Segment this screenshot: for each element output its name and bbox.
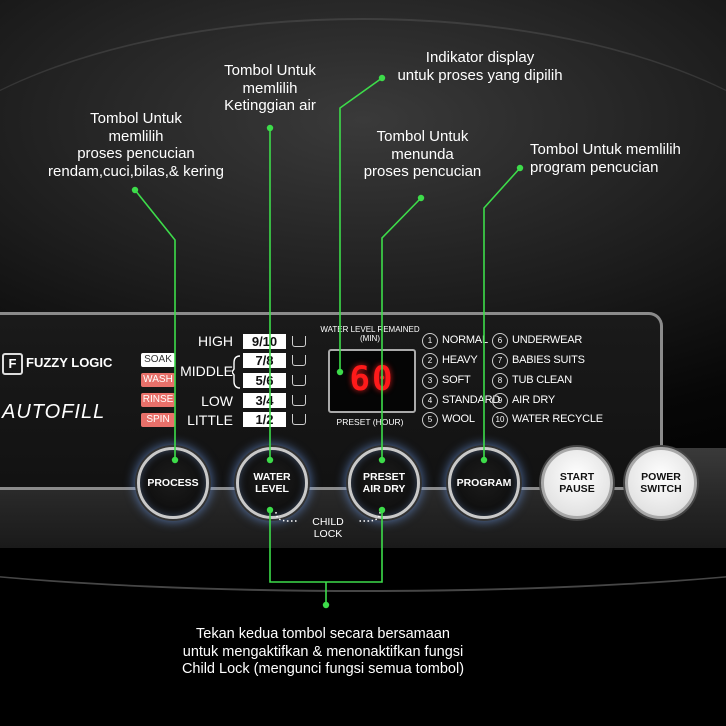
program-label: TUB CLEAN xyxy=(512,374,572,386)
program-number: 10 xyxy=(492,412,508,428)
badge-soak: SOAK xyxy=(141,353,175,367)
child-lock-label: CHILD LOCK xyxy=(312,516,344,540)
lid-arc xyxy=(0,18,726,440)
program-number: 9 xyxy=(492,393,508,409)
annotation-line: proses pencucian xyxy=(363,163,482,180)
program-number: 1 xyxy=(422,333,438,349)
program-number: 8 xyxy=(492,373,508,389)
program-label: HEAVY xyxy=(442,354,478,366)
water-tub-icon xyxy=(292,395,306,406)
annotation-water-level: Tombol Untuk memlilih Ketinggian air xyxy=(210,62,330,115)
display-digits: 60 xyxy=(349,359,395,399)
water-level-value: 3/4 xyxy=(243,393,286,408)
annotation-process: Tombol Untuk memlilih proses pencucian r… xyxy=(36,110,236,180)
annotation-display: Indikator display untuk proses yang dipi… xyxy=(385,49,575,84)
process-button-label: PROCESS xyxy=(147,477,199,489)
water-level-value: 5/6 xyxy=(243,373,286,388)
water-tub-icon xyxy=(292,414,306,425)
program-label: NORMAL xyxy=(442,334,488,346)
annotation-line: memlilih xyxy=(242,79,298,97)
annotation-line: program pencucian xyxy=(530,158,659,176)
badge-spin: SPIN xyxy=(141,413,175,427)
led-display: 60 xyxy=(328,349,416,413)
water-tub-icon xyxy=(292,355,306,366)
annotation-line: Child Lock (mengunci fungsi semua tombol… xyxy=(181,661,465,677)
annotation-program: Tombol Untuk memlilih program pencucian xyxy=(530,141,710,176)
callout-line-preset xyxy=(381,197,422,460)
program-number: 5 xyxy=(422,412,438,428)
program-number: 6 xyxy=(492,333,508,349)
callout-line-child-lock-bracket xyxy=(269,510,383,583)
annotation-child-lock: Tekan kedua tombol secara bersamaan untu… xyxy=(143,626,503,679)
callout-line-program xyxy=(483,167,521,460)
start-pause-button-label: START PAUSE xyxy=(559,471,595,495)
start-pause-button[interactable]: START PAUSE xyxy=(541,447,613,519)
water-level-label: LITTLE xyxy=(187,412,233,428)
child-lock-link xyxy=(275,511,381,522)
preset-air-dry-button-label: PRESET AIR DRY xyxy=(362,471,406,495)
program-button-label: PROGRAM xyxy=(456,477,512,489)
annotation-line: untuk proses yang dipilih xyxy=(397,66,563,84)
annotation-line: untuk mengaktifkan & menonaktifkan fungs… xyxy=(182,643,464,660)
annotation-preset: Tombol Untuk menunda proses pencucian xyxy=(350,128,495,181)
program-number: 7 xyxy=(492,353,508,369)
display-bottom-label: PRESET (HOUR) xyxy=(336,417,404,427)
program-label: UNDERWEAR xyxy=(512,334,583,346)
program-label: WOOL xyxy=(442,413,475,425)
water-level-button-label: WATER LEVEL xyxy=(253,471,291,495)
annotation-line: Tombol Untuk xyxy=(376,128,469,145)
autofill-logo: AUTOFILL xyxy=(2,401,106,423)
callout-line-process xyxy=(134,189,176,460)
water-level-label: HIGH xyxy=(198,333,233,349)
callout-line-display xyxy=(339,77,383,372)
annotation-line: Indikator display xyxy=(425,49,535,66)
annotation-line: Tombol Untuk memlilih xyxy=(530,141,681,158)
program-label: STANDARD xyxy=(442,394,501,406)
badge-rinse: RINSE xyxy=(141,393,175,407)
fuzzy-logic-label: FUZZY LOGIC xyxy=(26,355,113,370)
program-number: 4 xyxy=(422,393,438,409)
annotation-line: Tekan kedua tombol secara bersamaan xyxy=(196,626,450,642)
program-label: AIR DRY xyxy=(512,394,556,406)
annotation-line: Tombol Untuk xyxy=(224,62,316,79)
annotation-line: memlilih xyxy=(108,127,164,145)
water-level-label: LOW xyxy=(201,393,233,409)
program-label: SOFT xyxy=(442,374,471,386)
program-number: 2 xyxy=(422,353,438,369)
power-switch-button-label: POWER SWITCH xyxy=(640,471,682,495)
middle-bracket xyxy=(232,355,241,389)
water-level-value: 7/8 xyxy=(243,353,286,368)
annotation-line: proses pencucian xyxy=(77,145,195,162)
water-tub-icon xyxy=(292,375,306,386)
program-label: WATER RECYCLE xyxy=(512,413,603,425)
annotation-line: Ketinggian air xyxy=(224,97,316,114)
display-top-label: WATER LEVEL REMAINED (MIN) xyxy=(320,325,420,343)
fuzzy-logic-icon: F xyxy=(2,353,23,375)
band-edge xyxy=(0,470,726,592)
program-number: 3 xyxy=(422,373,438,389)
water-level-value: 1/2 xyxy=(243,412,286,427)
annotation-line: rendam,cuci,bilas,& kering xyxy=(48,162,224,180)
water-tub-icon xyxy=(292,336,306,347)
power-switch-button[interactable]: POWER SWITCH xyxy=(625,447,697,519)
badge-wash: WASH xyxy=(141,373,175,387)
water-level-label: MIDDLE xyxy=(180,363,233,379)
annotation-line: Tombol Untuk xyxy=(90,110,182,127)
annotation-line: menunda xyxy=(391,145,454,163)
water-level-value: 9/10 xyxy=(243,334,286,349)
program-label: BABIES SUITS xyxy=(512,354,585,366)
